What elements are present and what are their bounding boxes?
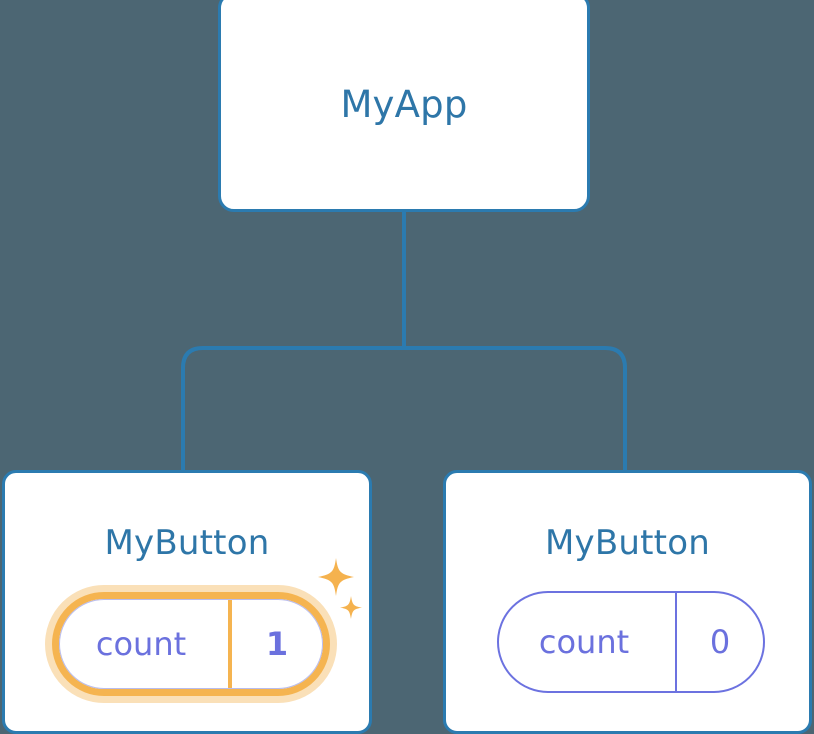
state-pill-right[interactable]: count 0 [497,591,765,693]
node-mybutton-left-title: MyButton [104,523,270,563]
node-mybutton-right[interactable]: MyButton count 0 [443,470,812,734]
state-pill-left-highlighted[interactable]: count 1 [45,585,337,703]
state-pill-left[interactable]: count 1 [59,599,323,689]
state-pill-glow-outer [45,585,337,703]
node-myapp-title: MyApp [340,83,468,126]
node-myapp[interactable]: MyApp [218,0,590,212]
node-mybutton-right-title: MyButton [545,523,710,563]
state-key-label-left: count [95,625,187,663]
state-value-left: 1 [228,600,322,688]
state-key-label-right: count [538,623,630,661]
node-mybutton-left[interactable]: MyButton count 1 [2,470,372,734]
state-value-right: 0 [675,593,763,691]
connector-branch-bar [181,346,627,470]
